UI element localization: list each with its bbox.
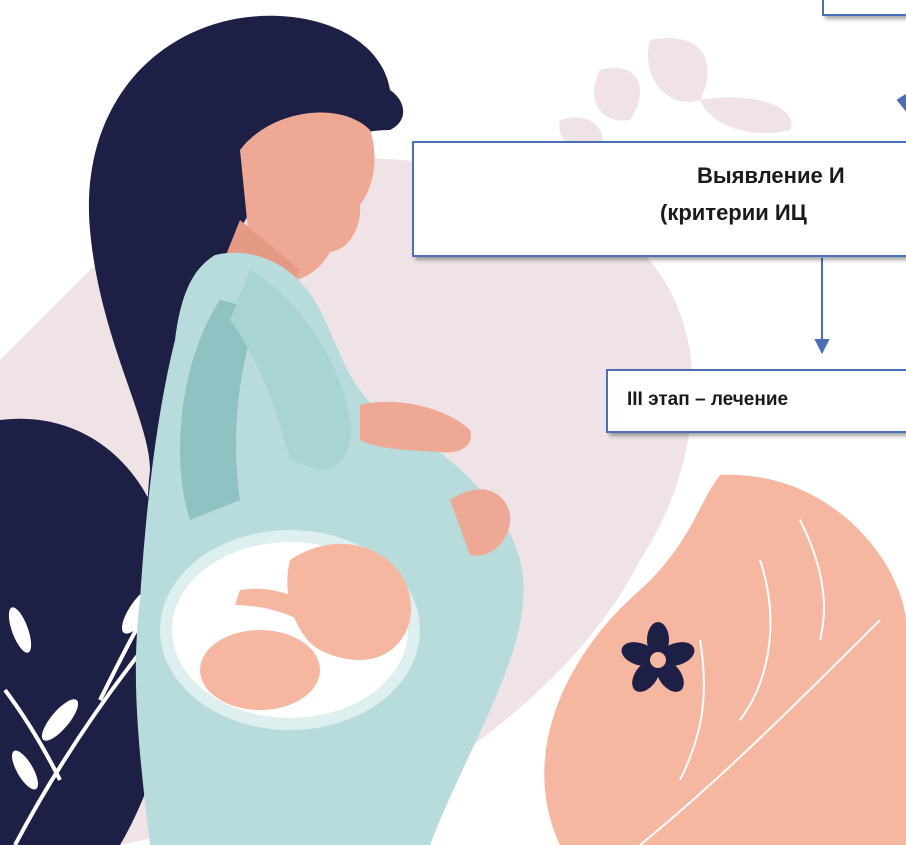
detection-box: Выявление И (критерии ИЦ <box>412 141 906 257</box>
stage3-label: III этап – лечение <box>627 389 788 411</box>
stage3-box: III этап – лечение <box>606 369 906 433</box>
top-flow-box <box>822 0 906 16</box>
detection-line-2: (критерии ИЦ <box>660 194 807 231</box>
faint-leaf-icon <box>559 38 791 151</box>
detection-line-1: Выявление И <box>697 157 845 194</box>
